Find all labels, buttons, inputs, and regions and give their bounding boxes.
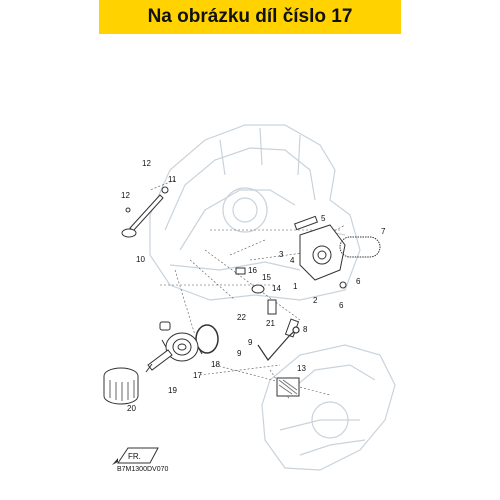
chain: [339, 236, 381, 258]
callout-6a: 6: [356, 277, 361, 286]
strainer: [276, 377, 300, 397]
oil-pipe: [257, 326, 300, 361]
callout-8: 8: [303, 325, 308, 334]
callout-14: 14: [272, 284, 281, 293]
callout-15: 15: [262, 273, 271, 282]
callout-13: 13: [297, 364, 306, 373]
oil-cooler: [161, 332, 203, 362]
callout-3: 3: [279, 250, 284, 259]
crankcase-upper: [149, 124, 361, 301]
title-banner: Na obrázku díl číslo 17: [99, 0, 401, 34]
callout-9a: 9: [248, 338, 253, 347]
callout-numbers: 12 11 12 10 5 3 4 7 1 2 6 6 16 15 14 22 …: [121, 159, 386, 413]
callout-7: 7: [381, 227, 386, 236]
callout-20: 20: [127, 404, 136, 413]
diagram-code: B7M1300DV070: [117, 466, 169, 473]
callout-2: 2: [313, 296, 318, 305]
crankcase-lower: [261, 344, 396, 471]
callout-9b: 9: [237, 349, 242, 358]
callout-5: 5: [321, 214, 326, 223]
callout-18: 18: [211, 360, 220, 369]
callout-17: 17: [193, 371, 202, 380]
banner-text: Na obrázku díl číslo 17: [147, 6, 353, 27]
callout-19: 19: [168, 386, 177, 395]
callout-21: 21: [266, 319, 275, 328]
guide-lines: [149, 179, 346, 401]
callout-11: 11: [168, 175, 177, 184]
union-bolt: [145, 321, 173, 373]
small-parts: [235, 267, 300, 338]
callout-12a: 12: [142, 159, 151, 168]
o-ring: [195, 324, 219, 354]
callout-6b: 6: [339, 301, 344, 310]
callout-22: 22: [237, 313, 246, 322]
front-arrow-icon: FR.: [112, 447, 159, 465]
oil-dipstick: [121, 186, 169, 238]
callout-1: 1: [293, 282, 298, 291]
callout-16: 16: [248, 266, 257, 275]
front-label: FR.: [128, 452, 141, 461]
oil-filter: [103, 367, 139, 405]
callout-12b: 12: [121, 191, 130, 200]
callout-4: 4: [290, 256, 295, 265]
callout-10: 10: [136, 255, 145, 264]
oil-pump: [293, 215, 347, 289]
